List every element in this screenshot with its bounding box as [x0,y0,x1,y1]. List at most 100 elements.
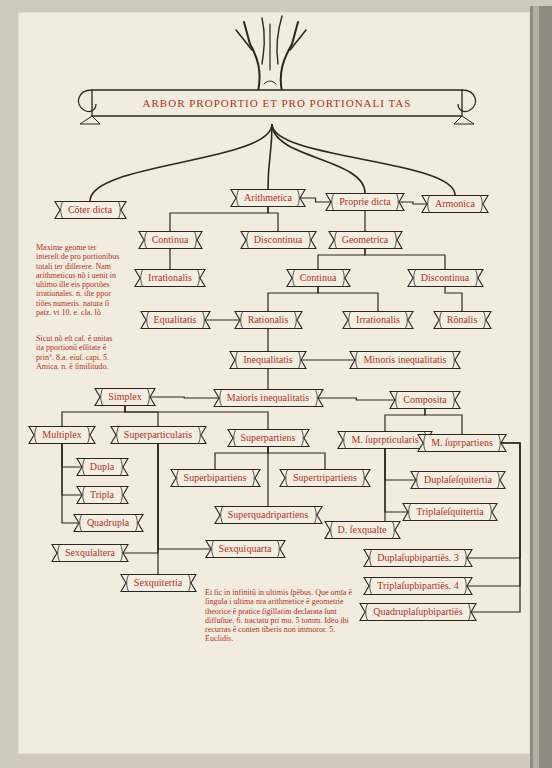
banner-text: Superpartiens [228,429,309,444]
tree-connector [471,443,520,612]
tree-connector [318,287,378,311]
banner-text: Superbipartiens [171,469,260,484]
banner-text: Multiplex [29,426,95,441]
root-line [272,124,365,193]
banner-text: Geometrica [329,231,402,246]
scroll-banner: Armonica [422,195,488,213]
note-text: Et ſic in infinitū in ultimis ſpēbus. Qu… [205,588,355,644]
tree-connector [268,447,325,469]
scroll-banner: Triplaſeſquitertia [403,503,497,521]
banner-text: Irrationalis [343,311,413,326]
banner-text: Duplaſeſquitertia [411,471,505,486]
tree-connector [215,447,268,469]
scroll-banner: D. ſexqualte [325,521,400,539]
scroll-banner: Composita [390,391,460,409]
banner-text: Maioris inequalitatis [214,389,323,404]
tree-connector [425,409,462,434]
banner-text: Continua [287,269,350,284]
scroll-banner: Sexquiquarta [206,540,285,558]
tree-connector [385,449,416,480]
banner-text: Minoris inequalitatis [350,351,460,366]
banner-text: Sexquiquarta [206,540,285,555]
banner-text: Tripla [77,486,128,501]
scroll-banner: Multiplex [29,426,95,444]
banner-text: Discontinua [241,231,316,246]
scroll-banner: Dupla [77,458,128,476]
scroll-banner: Cōter dicta [55,201,126,219]
banner-text: Dupla [77,458,128,473]
scroll-banner: Sexquitertia [121,574,196,592]
banner-text: Discontinua [408,269,483,284]
scroll-banner: Superpartiens [228,429,309,447]
scroll-banner: Sexquialtera [52,544,128,562]
tree-connector [268,207,278,231]
scroll-banner: Equalitatis [141,311,210,329]
banner-text: Composita [390,391,460,406]
tree-connector [125,406,268,429]
tree-connector [169,249,170,269]
scroll-banner: Minoris inequalitatis [350,351,460,369]
tree-connector [170,207,268,231]
note-text: Sicut nõ eſt caſ. ē unitas ita pportionū… [36,334,120,371]
tree-connector [300,198,331,202]
scroll-banner: Geometrica [329,231,402,249]
tree-connector [365,249,445,269]
tree-connector [125,406,158,426]
tree-connector [158,444,211,549]
scroll-banner: Tripla [77,486,128,504]
banner-text: Cōter dicta [55,201,126,216]
banner-text: M. ſuprpticularis [338,431,432,446]
scroll-banner: Superparticularis [111,426,206,444]
banner-text: Duplaſupbipartiēs. 3 [364,549,472,564]
scroll-banner: Continua [139,231,202,249]
scroll-banner: Continua [287,269,350,287]
binding-edge [533,6,539,768]
scroll-banner: Rōnalis [434,311,491,329]
scroll-banner: Irrationalis [135,269,205,287]
scroll-banner: Supertripartiens [280,469,370,487]
tree-connector [123,444,158,553]
banner-text: Equalitatis [141,311,210,326]
scroll-banner: Arithmetica [231,189,305,207]
tree-connector [445,287,462,311]
tree-connector [318,249,365,269]
tree-connector [364,211,365,231]
banner-text: Irrationalis [135,269,205,284]
tree-connector [62,406,125,426]
scroll-banner: Simplex [95,388,155,406]
scroll-banner: Duplaſupbipartiēs. 3 [364,549,472,567]
paper-sheet [18,12,530,754]
tree-trunk [236,16,306,92]
banner-text: Inequalitatis [230,351,306,366]
tree-connector [157,444,158,574]
note-text: Maxime geome ter intereſt de pro portion… [36,243,120,317]
root-line [272,124,455,195]
scroll-banner: Duplaſeſquitertia [411,471,505,489]
tree-connector [150,397,219,398]
tree-connector [467,443,520,558]
banner-text: D. ſexqualte [325,521,400,536]
scroll-banner: M. ſuprpartiens [418,434,506,452]
tree-connector [267,329,268,351]
banner-text: Simplex [95,388,155,403]
banner-text: Triplaſupbipartiēs. 4 [364,577,472,592]
scroll-banner: Maioris inequalitatis [214,389,323,407]
tree-connector [318,398,396,400]
tree-connector [399,202,427,204]
banner-text: Supertripartiens [280,469,370,484]
banner-text: Arithmetica [231,189,305,204]
scroll-banner: Inequalitatis [230,351,306,369]
scroll-banner: Superbipartiens [171,469,260,487]
tree-connector [267,447,268,506]
banner-text: Sexquitertia [121,574,196,589]
banner-text: M. ſuprpartiens [418,434,506,449]
banner-text: Superquadripartiens [215,506,322,521]
scroll-banner: Proprie dicta [326,193,404,211]
banner-text: Armonica [422,195,488,210]
tree-connector [267,369,268,389]
scroll-banner: Quadruplaſupbipartiēs [360,603,476,621]
tree-connector [301,359,355,360]
